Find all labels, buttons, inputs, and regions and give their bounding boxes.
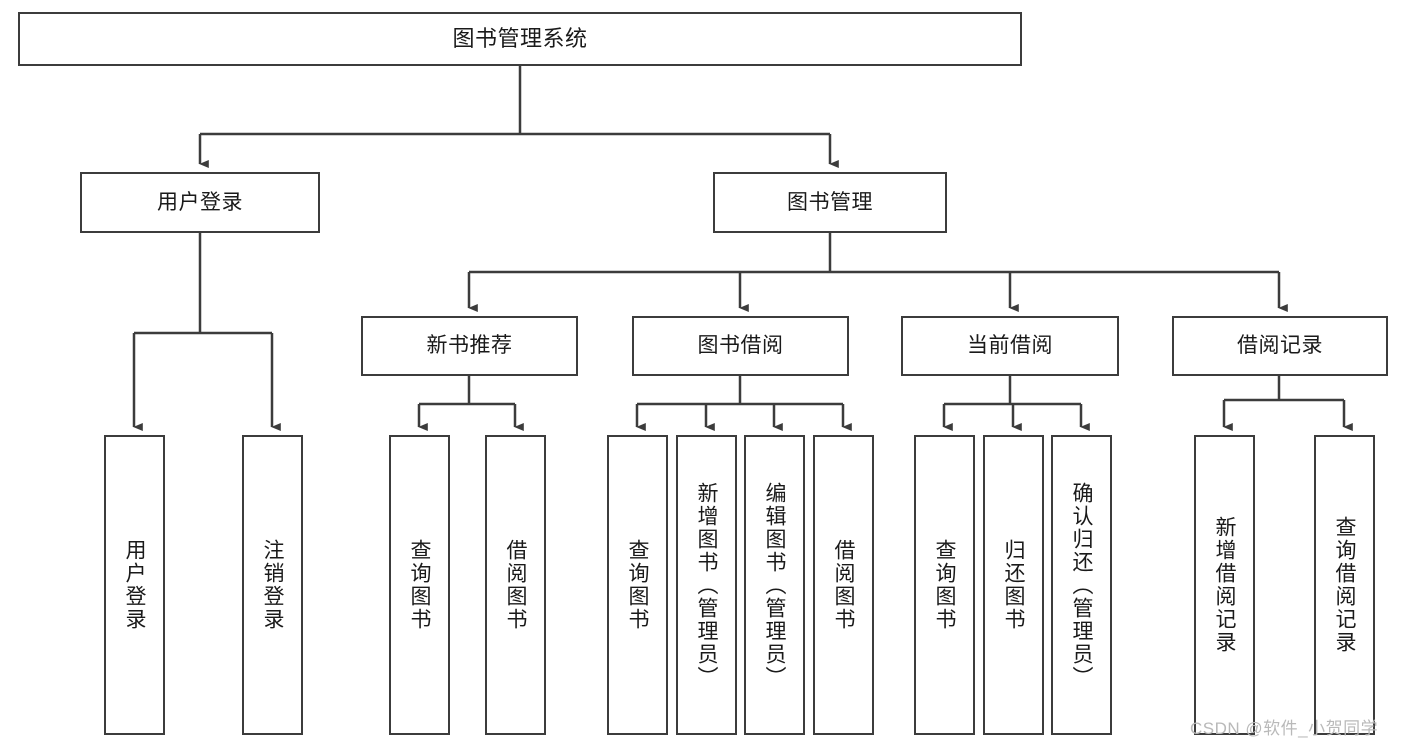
node-label: 用户登录 [157,190,243,214]
leaf-label: 借阅图书 [832,539,855,631]
leaf-query-book-borrow[interactable]: 查询图书 [607,435,668,735]
leaf-query-book-recommend[interactable]: 查询图书 [389,435,450,735]
node-label: 当前借阅 [967,334,1053,358]
node-label: 图书借阅 [697,334,784,358]
leaf-confirm-return-admin[interactable]: 确认归还（管理员） [1051,435,1112,735]
leaf-borrow-book[interactable]: 借阅图书 [813,435,874,735]
leaf-label: 查询图书 [408,539,431,631]
node-label: 图书管理 [787,190,873,214]
leaf-add-borrow-record[interactable]: 新增借阅记录 [1194,435,1255,735]
node-label: 图书管理系统 [452,25,588,51]
leaf-add-book-admin[interactable]: 新增图书（管理员） [676,435,737,735]
leaf-label: 新增借阅记录 [1213,516,1236,654]
watermark-text: CSDN @软件_小贺同学 [1190,719,1379,738]
csdn-watermark: CSDN @软件_小贺同学 [1190,714,1378,739]
leaf-logout[interactable]: 注销登录 [242,435,303,735]
node-current-borrow[interactable]: 当前借阅 [901,316,1119,376]
node-borrow-record[interactable]: 借阅记录 [1172,316,1388,376]
leaf-edit-book-admin[interactable]: 编辑图书（管理员） [744,435,805,735]
node-label: 新书推荐 [426,334,513,358]
leaf-label: 用户登录 [123,539,146,631]
leaf-query-borrow-record[interactable]: 查询借阅记录 [1314,435,1375,735]
leaf-label: 新增图书（管理员） [695,481,718,689]
leaf-label: 借阅图书 [504,539,527,631]
node-root-library-system[interactable]: 图书管理系统 [18,12,1022,66]
leaf-query-book-current[interactable]: 查询图书 [914,435,975,735]
leaf-user-login[interactable]: 用户登录 [104,435,165,735]
leaf-borrow-book-recommend[interactable]: 借阅图书 [485,435,546,735]
leaf-label: 查询借阅记录 [1333,516,1356,654]
leaf-label: 注销登录 [261,539,284,631]
leaf-return-book[interactable]: 归还图书 [983,435,1044,735]
leaf-label: 编辑图书（管理员） [763,481,786,689]
node-book-management[interactable]: 图书管理 [713,172,947,233]
node-label: 借阅记录 [1237,334,1323,358]
node-user-login[interactable]: 用户登录 [80,172,320,233]
leaf-label: 归还图书 [1002,539,1025,631]
node-book-borrow[interactable]: 图书借阅 [632,316,849,376]
leaf-label: 确认归还（管理员） [1070,481,1093,689]
leaf-label: 查询图书 [933,539,956,631]
leaf-label: 查询图书 [626,539,649,631]
node-new-book-recommend[interactable]: 新书推荐 [361,316,578,376]
